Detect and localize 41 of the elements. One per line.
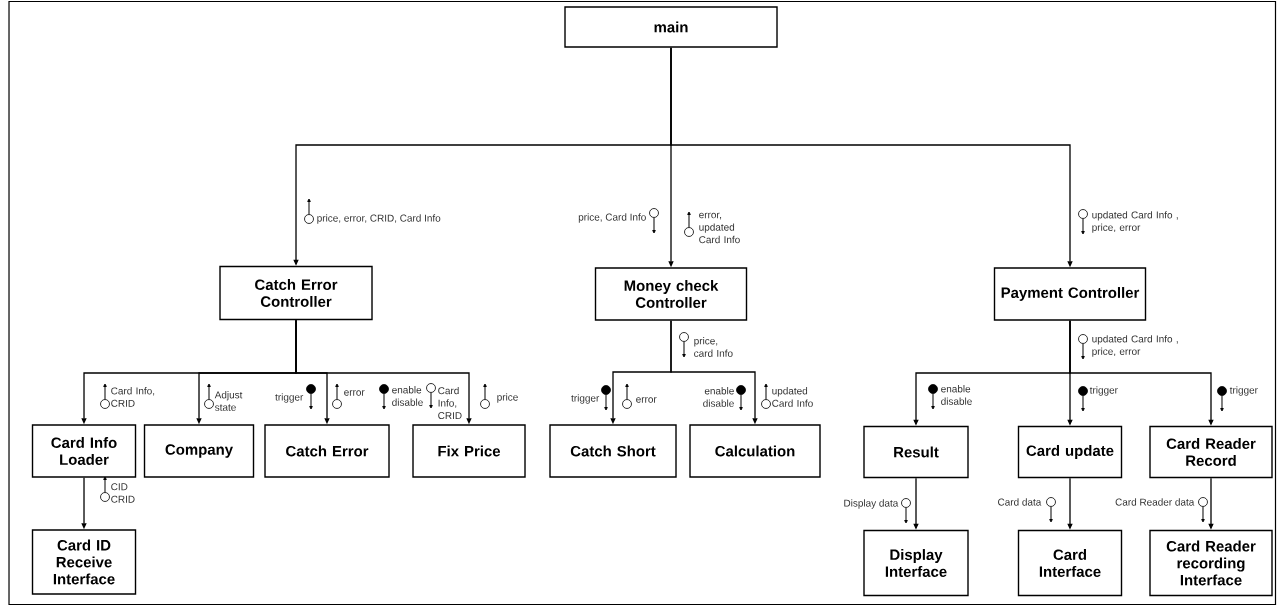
- module-box: Result: [863, 425, 969, 479]
- module-box: Card Interface: [1017, 529, 1123, 597]
- module-box: Company: [143, 424, 255, 478]
- couple-label: error, updated Card Info: [699, 212, 740, 244]
- module-box: Display Interface: [863, 529, 969, 597]
- couple-label: Display data: [844, 499, 899, 509]
- couple-label: Card Reader data: [1115, 498, 1195, 506]
- couple-label: price: [497, 393, 518, 403]
- couple-label: error: [344, 390, 365, 396]
- couple-label: price, card Info: [694, 337, 733, 357]
- couple-label: price, Card Info: [578, 213, 646, 223]
- module-box: Payment Controller: [993, 267, 1147, 321]
- couple-label: CID CRID: [111, 483, 135, 503]
- module-box: Card ID Receive Interface: [31, 529, 137, 595]
- module-box: Money check Controller: [594, 267, 748, 321]
- module-box: Catch Error Controller: [219, 265, 373, 321]
- couple-label: Card Info, CRID: [438, 386, 462, 420]
- couple-label: trigger: [1229, 386, 1258, 396]
- module-box: main: [564, 6, 778, 48]
- module-box: Card Info Loader: [31, 424, 137, 478]
- couple-label: enable disable: [941, 385, 972, 405]
- module-box: Card update: [1017, 425, 1123, 479]
- couple-label: error: [636, 397, 657, 403]
- module-box: Catch Error: [264, 424, 390, 478]
- couple-label: price, error, CRID, Card Info: [317, 214, 441, 224]
- couple-label: updated Card Info: [772, 387, 813, 407]
- couple-label: Adjust state: [214, 391, 243, 411]
- couple-label: Card Info, CRID: [111, 387, 155, 407]
- module-box: Calculation: [689, 424, 821, 478]
- module-box: Catch Short: [549, 424, 677, 478]
- couple-label: trigger: [571, 394, 600, 404]
- couple-label: updated Card Info , price, error: [1092, 335, 1178, 357]
- couple-label: trigger: [275, 393, 304, 403]
- couple-label: enable disable: [392, 386, 423, 406]
- module-box: Card Reader recording Interface: [1149, 529, 1273, 597]
- couple-label: updated Card Info , price, error: [1092, 211, 1178, 233]
- couple-label: trigger: [1089, 386, 1118, 396]
- couple-label: Card data: [998, 498, 1042, 506]
- couple-label: enable disable: [703, 387, 734, 407]
- module-box: Fix Price: [412, 424, 526, 478]
- module-box: Card Reader Record: [1149, 425, 1273, 479]
